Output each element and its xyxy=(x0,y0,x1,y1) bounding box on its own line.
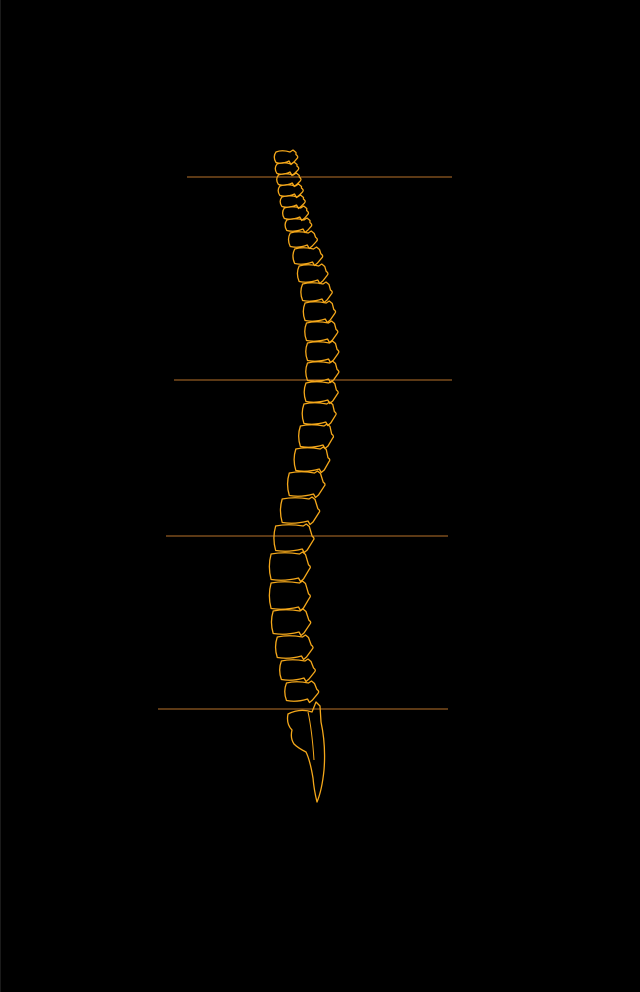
thoracic-vertebra-5 xyxy=(302,300,337,324)
cervical-vertebra-4 xyxy=(277,183,304,199)
lumbar-vertebra-4 xyxy=(268,551,311,583)
thoracic-vertebra-6 xyxy=(304,320,339,344)
thoracic-vertebra-3 xyxy=(296,263,329,285)
lower-lumbar-vertebra-2 xyxy=(274,634,314,661)
thoracic-vertebra-2 xyxy=(292,246,324,267)
thoracic-vertebra-1 xyxy=(287,230,319,250)
lower-lumbar-vertebra-3 xyxy=(279,658,317,683)
cervical-vertebra-3 xyxy=(276,172,302,188)
region-dividers xyxy=(158,176,452,710)
thoracic-vertebra-11 xyxy=(298,423,335,450)
canvas-left-border xyxy=(0,0,1,992)
thoracic-vertebra-8 xyxy=(305,360,340,384)
lumbar-vertebra-2 xyxy=(279,496,321,526)
thoracic-vertebra-4 xyxy=(300,281,333,304)
vertebral-column xyxy=(268,149,340,704)
cervical-vertebra-1 xyxy=(273,149,299,166)
thoracic-vertebra-9 xyxy=(303,380,339,405)
sacrum-coccyx-outline xyxy=(286,701,326,803)
lumbar-vertebra-5 xyxy=(268,580,311,612)
lower-lumbar-vertebra-4 xyxy=(284,680,320,704)
cervical-vertebra-2 xyxy=(274,161,300,177)
lower-lumbar-vertebra-1 xyxy=(270,608,312,637)
sacrum-inner-line xyxy=(307,711,315,761)
cervical-vertebra-7 xyxy=(284,217,313,234)
cervical-vertebra-6 xyxy=(281,205,310,222)
thoracic-vertebra-12 xyxy=(293,446,331,474)
thoracic-vertebra-10 xyxy=(301,401,337,427)
lumbar-vertebra-1 xyxy=(286,470,326,499)
sacrum-coccyx xyxy=(286,701,326,803)
thoracic-vertebra-7 xyxy=(305,340,340,364)
lumbar-vertebra-3 xyxy=(273,523,315,554)
cervical-vertebra-5 xyxy=(279,194,306,210)
